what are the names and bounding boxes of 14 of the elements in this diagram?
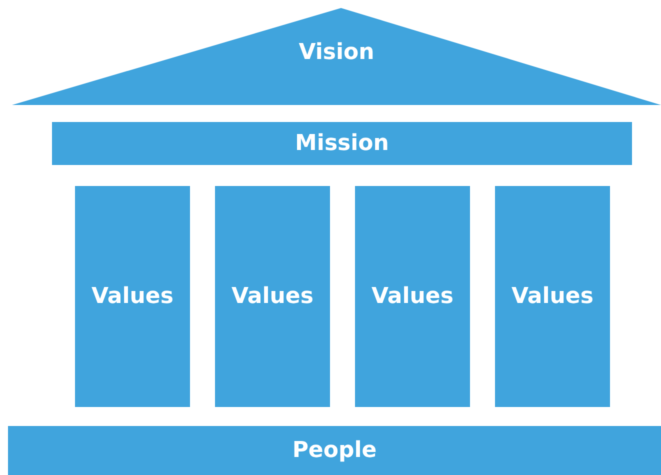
block-label: Mission [295, 131, 389, 156]
beam-bar [52, 122, 632, 165]
block-label: Values [92, 284, 174, 309]
block-label: People [292, 438, 377, 463]
foundation-bar [8, 426, 661, 475]
block-label: Values [372, 284, 454, 309]
roof-triangle [12, 8, 661, 105]
pillar-block [75, 186, 190, 407]
pillar-block [355, 186, 470, 407]
block-label: Values [232, 284, 314, 309]
pillar-block [215, 186, 330, 407]
pillar-block [495, 186, 610, 407]
block-label: Values [512, 284, 594, 309]
roof-label: Vision [298, 40, 374, 65]
